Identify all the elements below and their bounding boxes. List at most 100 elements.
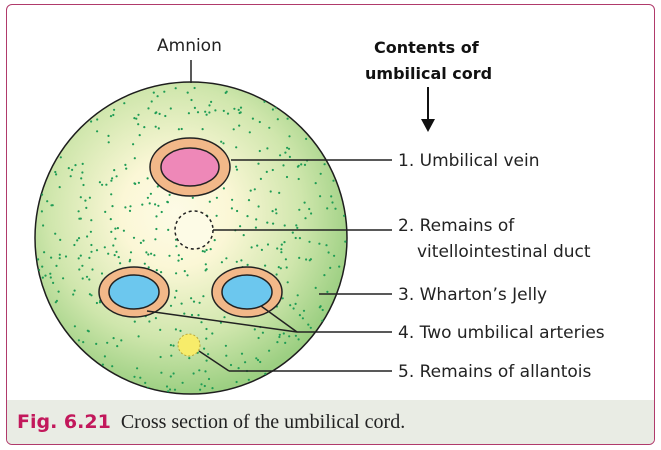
jelly-dot	[279, 154, 281, 156]
jelly-dot	[310, 212, 312, 214]
jelly-dot	[238, 367, 240, 369]
jelly-dot	[206, 114, 208, 116]
jelly-dot	[181, 128, 183, 130]
jelly-dot	[50, 257, 52, 259]
jelly-dot	[199, 302, 201, 304]
jelly-dot	[82, 163, 84, 165]
jelly-dot	[216, 215, 218, 217]
jelly-dot	[194, 87, 196, 89]
jelly-dot	[102, 364, 104, 366]
jelly-dot	[315, 182, 317, 184]
jelly-dot	[110, 218, 112, 220]
jelly-dot	[300, 163, 302, 165]
jelly-dot	[214, 109, 216, 111]
jelly-dot	[193, 301, 195, 303]
jelly-dot	[190, 297, 192, 299]
jelly-dot	[78, 268, 80, 270]
jelly-dot	[142, 240, 144, 242]
caption-bar: Fig. 6.21 Cross section of the umbilical…	[7, 400, 654, 444]
jelly-dot	[308, 241, 310, 243]
jelly-dot	[255, 227, 257, 229]
jelly-dot	[209, 201, 211, 203]
jelly-dot	[154, 203, 156, 205]
jelly-dot	[205, 338, 207, 340]
jelly-dot	[248, 199, 250, 201]
jelly-dot	[147, 197, 149, 199]
jelly-dot	[99, 181, 101, 183]
jelly-dot	[144, 263, 146, 265]
jelly-dot	[191, 314, 193, 316]
jelly-dot	[49, 273, 51, 275]
jelly-dot	[118, 256, 120, 258]
jelly-dot	[52, 282, 54, 284]
jelly-dot	[90, 294, 92, 296]
jelly-dot	[198, 369, 200, 371]
jelly-dot	[225, 355, 227, 357]
jelly-dot	[41, 210, 43, 212]
jelly-dot	[293, 307, 295, 309]
jelly-dot	[236, 169, 238, 171]
jelly-dot	[78, 339, 80, 341]
jelly-dot	[81, 265, 83, 267]
jelly-dot	[208, 111, 210, 113]
amnion-label: Amnion	[157, 36, 222, 56]
jelly-dot	[74, 290, 76, 292]
jelly-dot	[175, 87, 177, 89]
jelly-dot	[256, 245, 258, 247]
jelly-dot	[315, 287, 317, 289]
jelly-dot	[190, 99, 192, 101]
jelly-dot	[266, 147, 268, 149]
jelly-dot	[78, 210, 80, 212]
jelly-dot	[259, 150, 261, 152]
jelly-dot	[164, 115, 166, 117]
jelly-dot	[278, 336, 280, 338]
jelly-dot	[155, 317, 157, 319]
jelly-dot	[278, 192, 280, 194]
jelly-dot	[107, 135, 109, 137]
jelly-dot	[167, 390, 169, 392]
jelly-dot	[112, 114, 114, 116]
jelly-dot	[90, 231, 92, 233]
jelly-dot	[107, 253, 109, 255]
jelly-dot	[216, 197, 218, 199]
jelly-dot	[249, 131, 251, 133]
header-arrow-head	[421, 119, 435, 132]
jelly-dot	[231, 207, 233, 209]
jelly-dot	[153, 254, 155, 256]
jelly-dot	[319, 195, 321, 197]
jelly-dot	[211, 332, 213, 334]
jelly-dot	[255, 218, 257, 220]
jelly-dot	[88, 257, 90, 259]
jelly-dot	[182, 382, 184, 384]
jelly-dot	[326, 207, 328, 209]
jelly-dot	[44, 275, 46, 277]
jelly-dot	[170, 375, 172, 377]
jelly-dot	[188, 357, 190, 359]
jelly-dot	[123, 230, 125, 232]
jelly-dot	[310, 327, 312, 329]
jelly-dot	[203, 348, 205, 350]
jelly-dot	[55, 301, 57, 303]
jelly-dot	[254, 328, 256, 330]
jelly-dot	[54, 233, 56, 235]
jelly-dot	[308, 208, 310, 210]
jelly-dot	[298, 178, 300, 180]
jelly-dot	[260, 178, 262, 180]
label-duct-line2: vitellointestinal duct	[417, 242, 591, 262]
jelly-dot	[259, 361, 261, 363]
jelly-dot	[295, 303, 297, 305]
jelly-dot	[233, 108, 235, 110]
jelly-dot	[292, 232, 294, 234]
jelly-dot	[110, 231, 112, 233]
jelly-dot	[181, 258, 183, 260]
jelly-dot	[280, 248, 282, 250]
jelly-dot	[257, 163, 259, 165]
jelly-dot	[135, 118, 137, 120]
jelly-dot	[113, 169, 115, 171]
jelly-dot	[263, 101, 265, 103]
jelly-dot	[239, 225, 241, 227]
jelly-dot	[298, 165, 300, 167]
jelly-dot	[284, 152, 286, 154]
jelly-dot	[208, 104, 210, 106]
jelly-dot	[295, 335, 297, 337]
